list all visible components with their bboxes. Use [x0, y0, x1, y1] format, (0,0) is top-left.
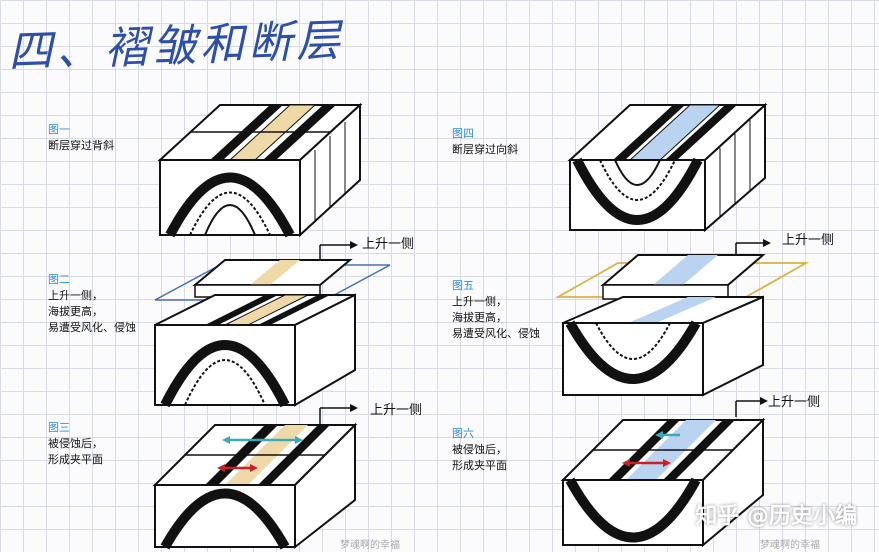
watermark-left: 梦魂啊的幸福: [340, 540, 400, 551]
caption-fig1: 图一 断层穿过背斜: [48, 122, 114, 154]
fig1-block-diagram: [157, 102, 363, 238]
watermark-right: 梦魂啊的幸福: [760, 540, 820, 551]
caption-fig3: 图三 被侵蚀后， 形成夹平面: [48, 420, 103, 468]
upside-label-fig3: 上升一侧: [370, 403, 423, 418]
upside-label-fig5: 上升一侧: [782, 233, 835, 248]
fig2-label: 图二: [48, 273, 70, 286]
caption-fig5: 图五 上升一侧， 海拔更高， 易遭受风化、侵蚀: [452, 278, 540, 342]
fig6-line2: 形成夹平面: [452, 459, 507, 472]
fig3-line1: 被侵蚀后，: [48, 437, 103, 450]
zhihu-watermark: 知乎 @历史小编: [695, 504, 857, 529]
fig2-line1: 上升一侧，: [48, 289, 103, 302]
fig1-label: 图一: [48, 123, 70, 136]
fig5-block-diagram: [554, 239, 810, 397]
fig1-line1: 断层穿过背斜: [48, 139, 114, 152]
fig5-line1: 上升一侧，: [452, 295, 507, 308]
fig4-block-diagram: [567, 102, 768, 233]
fig6-line1: 被侵蚀后，: [452, 443, 507, 456]
fig2-line3: 易遭受风化、侵蚀: [48, 321, 136, 334]
fig4-label: 图四: [452, 127, 474, 140]
fig2-line2: 海拔更高，: [48, 305, 103, 318]
upside-label-fig2: 上升一侧: [362, 237, 415, 252]
fig5-label: 图五: [452, 279, 474, 292]
fig2-block-diagram: [154, 241, 391, 408]
caption-fig6: 图六 被侵蚀后， 形成夹平面: [452, 426, 507, 474]
page-title: 四、褶皱和断层: [7, 15, 345, 78]
fig6-label: 图六: [452, 427, 474, 440]
fig6-block-diagram: [560, 397, 768, 548]
fig4-line1: 断层穿过向斜: [452, 143, 518, 156]
fig5-line3: 易遭受风化、侵蚀: [452, 327, 540, 340]
fig3-block-diagram: [152, 404, 358, 550]
caption-fig2: 图二 上升一侧， 海拔更高， 易遭受风化、侵蚀: [48, 272, 136, 336]
fig3-label: 图三: [48, 421, 70, 434]
fig5-line2: 海拔更高，: [452, 311, 507, 324]
fig3-line2: 形成夹平面: [48, 453, 103, 466]
caption-fig4: 图四 断层穿过向斜: [452, 126, 518, 158]
upside-label-fig6: 上升一侧: [768, 395, 821, 410]
